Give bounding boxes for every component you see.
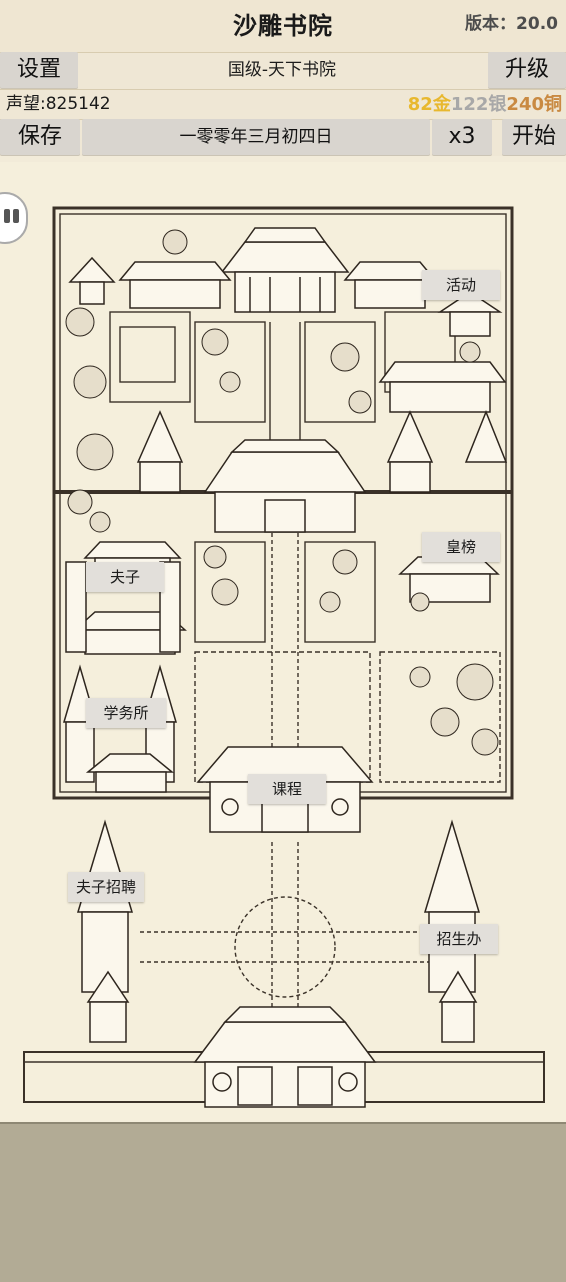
silver-amount: 122银 xyxy=(450,94,507,115)
handle-grip-icon xyxy=(4,209,10,223)
hire-master-button[interactable]: 夫子招聘 xyxy=(68,872,144,902)
enrollment-office-button[interactable]: 招生办 xyxy=(420,924,498,954)
bottom-panel xyxy=(0,1122,566,1282)
map-illustration xyxy=(23,206,545,1108)
level-bar xyxy=(0,52,566,89)
currency-display: 82金122银240铜 xyxy=(408,91,562,119)
settings-button[interactable]: 设置 xyxy=(0,52,78,88)
affairs-office-button[interactable]: 学务所 xyxy=(86,698,166,728)
speed-button[interactable]: x3 xyxy=(432,119,492,155)
save-button[interactable]: 保存 xyxy=(0,119,80,155)
header: 沙雕书院 版本：20.0 xyxy=(0,0,566,52)
master-button[interactable]: 夫子 xyxy=(86,562,164,592)
version-label: 版本：20.0 xyxy=(465,14,558,34)
copper-amount: 240铜 xyxy=(506,94,562,115)
start-button[interactable]: 开始 xyxy=(502,119,566,155)
upgrade-button[interactable]: 升级 xyxy=(488,52,566,88)
ranking-button[interactable]: 皇榜 xyxy=(422,532,500,562)
course-button[interactable]: 课程 xyxy=(248,774,326,804)
academy-map[interactable]: 活动 皇榜 夫子 学务所 课程 夫子招聘 招生办 xyxy=(0,162,566,1122)
handle-grip-icon xyxy=(13,209,19,223)
activity-button[interactable]: 活动 xyxy=(422,270,500,300)
gold-amount: 82金 xyxy=(407,94,451,115)
date-display: 一零零年三月初四日 xyxy=(82,119,430,155)
app-title: 沙雕书院 xyxy=(233,12,333,40)
reputation-label: 声望:825142 xyxy=(6,94,111,114)
stats-bar xyxy=(0,89,566,120)
academy-level: 国级-天下书院 xyxy=(227,60,337,80)
